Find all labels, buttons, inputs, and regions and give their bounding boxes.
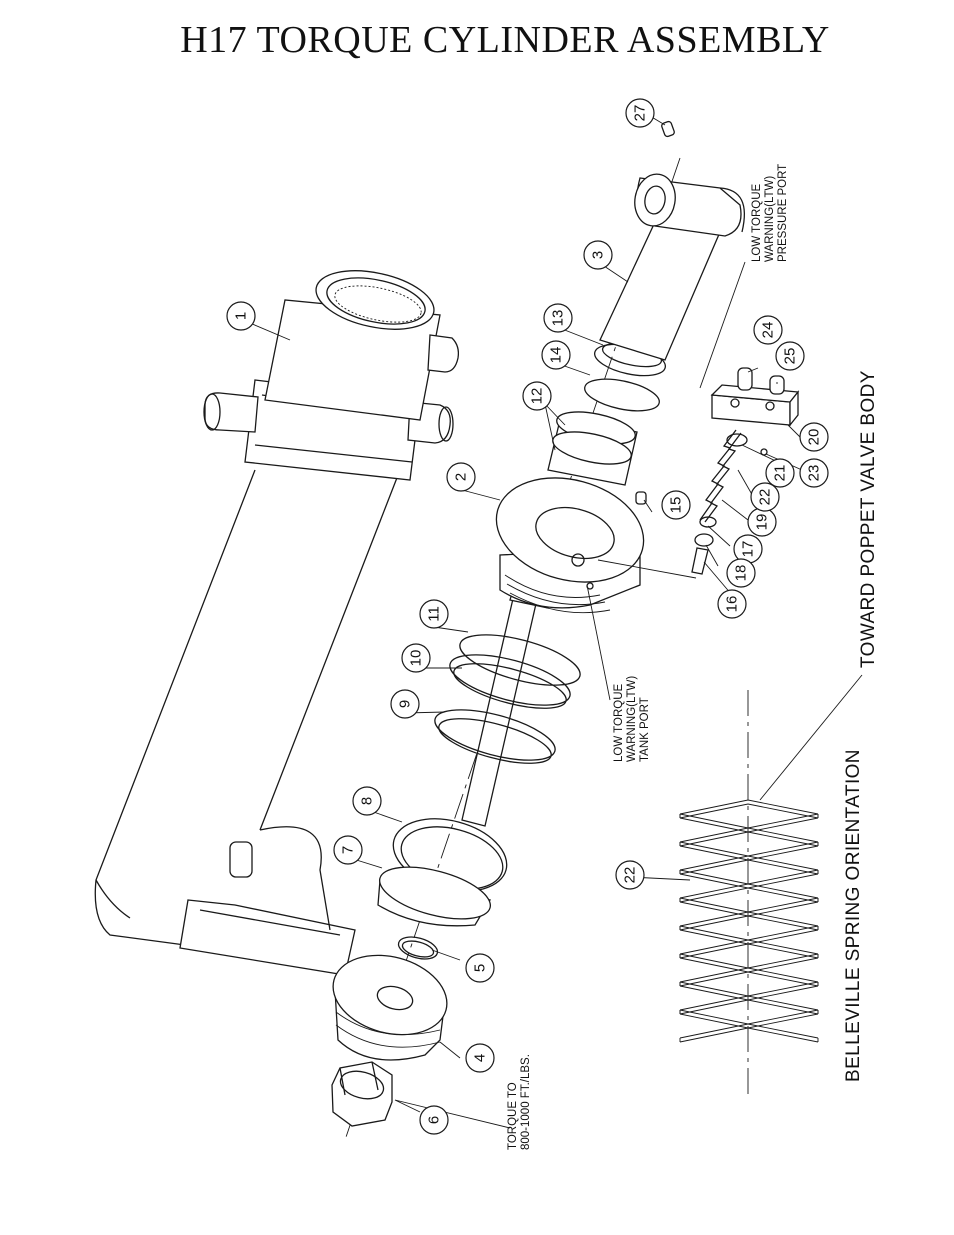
callout-16: 16	[718, 590, 746, 618]
callout-24: 24	[754, 316, 782, 344]
svg-text:20: 20	[806, 429, 823, 446]
callout-25: 25	[776, 342, 804, 370]
svg-text:800-1000 FT./LBS.: 800-1000 FT./LBS.	[520, 1054, 532, 1150]
belleville-washer	[680, 940, 818, 958]
belleville-washer	[680, 912, 818, 930]
note-tank-port: LOW TORQUE WARNING(LTW) TANK PORT	[613, 676, 651, 762]
callout-15: 15	[662, 491, 690, 519]
svg-text:7: 7	[340, 846, 357, 854]
svg-text:11: 11	[426, 606, 443, 622]
svg-text:WARNING(LTW): WARNING(LTW)	[626, 676, 638, 762]
note-torque: TORQUE TO 800-1000 FT./LBS.	[507, 1054, 532, 1150]
note-pressure-port: LOW TORQUE WARNING(LTW) PRESSURE PORT	[751, 164, 789, 262]
belleville-washer	[680, 814, 818, 832]
svg-text:5: 5	[472, 964, 489, 972]
note-belleville: BELLEVILLE SPRING ORIENTATION	[843, 749, 864, 1082]
hex-nut	[332, 1062, 392, 1126]
belleville-washer	[680, 1024, 818, 1042]
callout-9: 9	[391, 690, 419, 718]
svg-text:3: 3	[590, 251, 607, 259]
svg-text:1: 1	[233, 312, 250, 320]
callout-18: 18	[727, 559, 755, 587]
callout-27: 27	[626, 99, 654, 127]
belleville-stack	[680, 800, 818, 1042]
belleville-washer	[680, 800, 818, 818]
svg-text:6: 6	[426, 1116, 443, 1124]
svg-text:WARNING(LTW): WARNING(LTW)	[764, 176, 776, 262]
callout-23: 23	[800, 459, 828, 487]
svg-text:4: 4	[472, 1054, 489, 1062]
callout-3: 3	[584, 241, 612, 269]
svg-text:2: 2	[453, 473, 470, 481]
grease-fitting	[661, 121, 675, 138]
belleville-washer	[680, 996, 818, 1014]
svg-text:19: 19	[754, 514, 771, 531]
callout-1: 1	[227, 302, 255, 330]
svg-text:13: 13	[550, 310, 567, 327]
callout-4: 4	[466, 1044, 494, 1072]
callout-19: 19	[748, 508, 776, 536]
callout-8: 8	[353, 787, 381, 815]
svg-text:8: 8	[359, 797, 376, 805]
svg-text:18: 18	[733, 565, 750, 582]
callout-11: 11	[420, 600, 448, 628]
callout-21: 21	[766, 459, 794, 487]
callout-2: 2	[447, 463, 475, 491]
svg-text:23: 23	[806, 465, 823, 482]
svg-text:22: 22	[622, 867, 639, 884]
belleville-washer	[680, 898, 818, 916]
belleville-washer	[680, 954, 818, 972]
callout-22-stack: 22	[616, 861, 644, 889]
svg-text:25: 25	[782, 348, 799, 365]
callout-13: 13	[544, 304, 572, 332]
callout-20: 20	[800, 423, 828, 451]
svg-text:LOW TORQUE: LOW TORQUE	[751, 184, 763, 262]
callout-7: 7	[334, 836, 362, 864]
callout-10: 10	[402, 644, 430, 672]
callout-12: 12	[523, 382, 551, 410]
gland-part	[485, 462, 656, 612]
svg-text:27: 27	[632, 105, 649, 122]
svg-text:22: 22	[757, 489, 774, 506]
svg-text:BELLEVILLE SPRING ORIENTATION: BELLEVILLE SPRING ORIENTATION	[843, 749, 864, 1082]
svg-text:17: 17	[740, 541, 757, 558]
svg-text:16: 16	[724, 596, 741, 613]
svg-text:TOWARD POPPET VALVE BODY: TOWARD POPPET VALVE BODY	[858, 370, 879, 668]
belleville-washer	[680, 842, 818, 860]
belleville-washer	[680, 982, 818, 1000]
piston-rings	[374, 807, 515, 929]
svg-text:PRESSURE PORT: PRESSURE PORT	[777, 164, 789, 262]
callout-22: 22	[751, 483, 779, 511]
belleville-washer	[680, 856, 818, 874]
svg-text:14: 14	[548, 347, 565, 364]
belleville-washer	[680, 1010, 818, 1028]
belleville-washer	[680, 884, 818, 902]
belleville-washer	[680, 926, 818, 944]
rod-end	[600, 171, 744, 360]
svg-text:15: 15	[668, 497, 685, 514]
svg-text:24: 24	[760, 322, 777, 339]
svg-text:12: 12	[529, 388, 546, 405]
callout-5: 5	[466, 954, 494, 982]
svg-text:21: 21	[772, 465, 789, 482]
svg-text:9: 9	[397, 700, 414, 708]
callout-14: 14	[542, 341, 570, 369]
belleville-washer	[680, 870, 818, 888]
belleville-washer	[680, 828, 818, 846]
note-toward-poppet: TOWARD POPPET VALVE BODY	[858, 370, 879, 668]
callout-6: 6	[420, 1106, 448, 1134]
svg-text:10: 10	[408, 650, 425, 667]
svg-text:LOW TORQUE: LOW TORQUE	[613, 684, 625, 762]
belleville-washer	[680, 968, 818, 986]
svg-text:TANK PORT: TANK PORT	[639, 697, 651, 762]
svg-text:TORQUE TO: TORQUE TO	[507, 1082, 519, 1150]
